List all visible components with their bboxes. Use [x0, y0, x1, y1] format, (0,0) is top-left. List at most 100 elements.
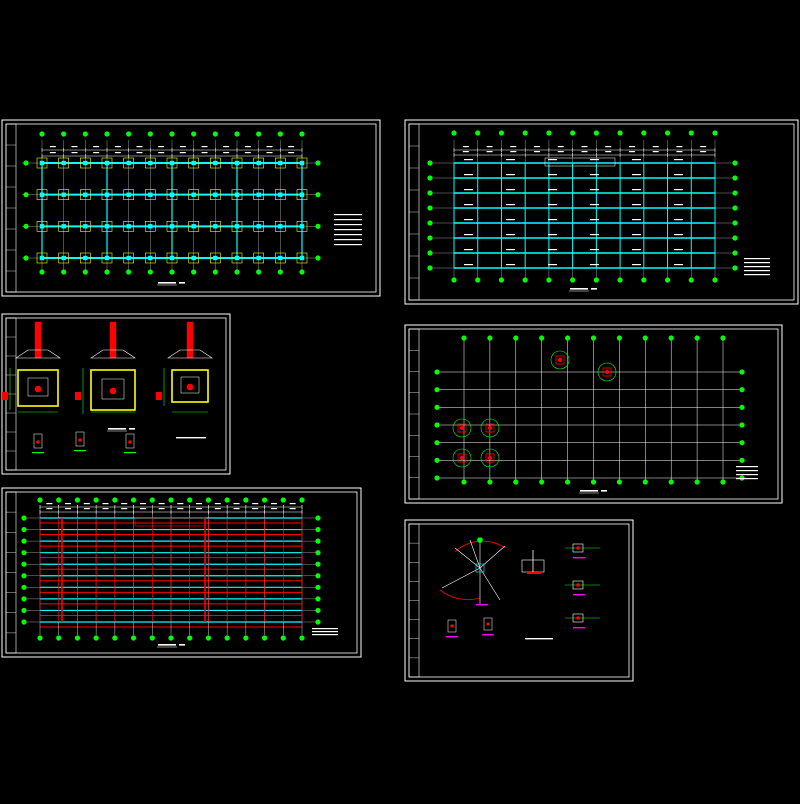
beam-plan-axis-bubble	[475, 130, 481, 136]
foundation-plan-dim-text	[114, 146, 121, 148]
column-section	[299, 192, 305, 197]
section-detail	[447, 619, 457, 633]
roof-plan-outer-frame	[1, 487, 362, 658]
column-rebar-elevation	[34, 321, 42, 359]
beam-plan-axis-bubble	[593, 130, 599, 136]
roof-plan-axis-bubble	[21, 619, 27, 625]
rebar-mark	[2, 392, 8, 400]
footing-pad	[145, 189, 156, 200]
footing-elevation	[167, 349, 213, 359]
column-section	[256, 192, 261, 197]
foundation-plan-bottom-axis-bubble	[299, 269, 305, 275]
foundation-plan-top-axis-bubble	[126, 131, 132, 137]
roof-plan-axis-bubble	[315, 584, 321, 590]
beam-plan-dim-text	[462, 151, 469, 153]
roof-plan-dim-text	[139, 503, 146, 505]
column-section	[213, 192, 218, 197]
beam-plan-dim-text	[652, 151, 659, 153]
footing-pad	[101, 252, 113, 264]
column-section	[126, 192, 131, 197]
column-mark	[487, 425, 493, 431]
beam-plan-dim-text	[486, 146, 493, 148]
beam-plan-axis-bubble	[427, 175, 433, 181]
roof-plan-dim-text	[177, 508, 184, 510]
beam-label	[506, 204, 515, 206]
beam-plan-axis-bubble	[546, 277, 552, 283]
foundation-plan-top-axis-bubble	[191, 131, 197, 137]
foundation-plan-dim-text	[71, 152, 78, 154]
beam-plan-axis-bubble	[641, 277, 647, 283]
column-mark	[459, 455, 465, 461]
beam-plan-axis-bubble	[427, 205, 433, 211]
column-rebar-section	[186, 383, 194, 391]
roof-plan-axis-bubble	[315, 607, 321, 614]
column-section	[104, 224, 110, 229]
detail-caption	[32, 452, 44, 454]
foundation-plan-dim-text	[136, 152, 143, 154]
beam-label	[548, 264, 557, 266]
column-layout-axis-bubble	[434, 440, 440, 446]
footing-elevation	[15, 349, 61, 359]
beam-plan-dim-text	[534, 151, 541, 153]
footing-pad	[253, 189, 264, 200]
roof-plan-dim-text	[65, 503, 72, 505]
column-section	[61, 192, 66, 197]
beam-plan-dim-text	[700, 146, 707, 148]
radial-member	[441, 567, 481, 589]
beam-label	[632, 264, 641, 266]
beam-plan-dim-text	[628, 146, 635, 148]
radial-member	[479, 567, 501, 601]
roof-plan-dim-text	[270, 508, 277, 510]
roof-plan-axis-bubble	[56, 635, 62, 641]
beam-plan-axis-bubble	[712, 277, 718, 283]
pile-cap	[457, 453, 467, 463]
note-text	[736, 466, 758, 468]
foundation-plan-top-axis-bubble	[299, 131, 305, 137]
beam-label	[464, 219, 473, 221]
footing-pad	[253, 252, 264, 264]
beam-label	[548, 234, 557, 236]
footing-pad	[166, 252, 178, 264]
footing-pad	[101, 221, 113, 232]
foundation-plan-dim-text	[179, 146, 186, 148]
beam-label	[632, 204, 641, 206]
detail-caption	[573, 594, 585, 596]
roof-plan-axis-bubble	[187, 497, 193, 503]
footing-details-scale-text	[129, 428, 135, 430]
roof-plan-axis-bubble	[280, 635, 286, 641]
column-section	[104, 192, 110, 197]
column-layout-axis-bubble	[668, 335, 674, 341]
column-section	[169, 192, 175, 197]
roof-plan-axis-bubble	[205, 497, 212, 503]
column-layout-axis-bubble	[539, 335, 545, 341]
beam-label	[632, 189, 641, 191]
column-layout-axis-bubble	[642, 335, 648, 341]
beam-plan-axis-bubble	[617, 277, 623, 283]
footing-pad	[253, 221, 264, 232]
beam-label	[548, 159, 557, 161]
roof-plan-dim-text	[46, 508, 53, 510]
foundation-plan-axis-bubble	[23, 255, 29, 261]
beam-label	[548, 219, 557, 221]
column-section	[213, 160, 218, 166]
node-details-outer-frame	[404, 519, 634, 682]
column-layout-axis-bubble	[739, 457, 745, 463]
beam-plan-axis-bubble	[451, 277, 457, 283]
roof-plan-axis-bubble	[130, 635, 137, 641]
column-section	[234, 255, 240, 261]
column-section	[39, 224, 45, 229]
foundation-plan-dim-text	[71, 146, 78, 148]
beam-plan-axis-bubble	[664, 130, 671, 136]
sheet-node-details	[404, 519, 634, 682]
column-section	[39, 192, 45, 197]
beam-label	[506, 219, 515, 221]
rebar-dot	[78, 438, 82, 442]
beam-plan-axis-bubble	[593, 277, 599, 283]
column-layout-scale-text	[601, 490, 607, 492]
column-rebar-section	[34, 385, 42, 393]
foundation-plan-scale-text	[179, 282, 185, 284]
beam-label	[548, 189, 557, 191]
beam-label	[590, 174, 599, 176]
roof-plan-axis-bubble	[280, 497, 286, 503]
column-layout-axis-bubble	[616, 335, 623, 341]
